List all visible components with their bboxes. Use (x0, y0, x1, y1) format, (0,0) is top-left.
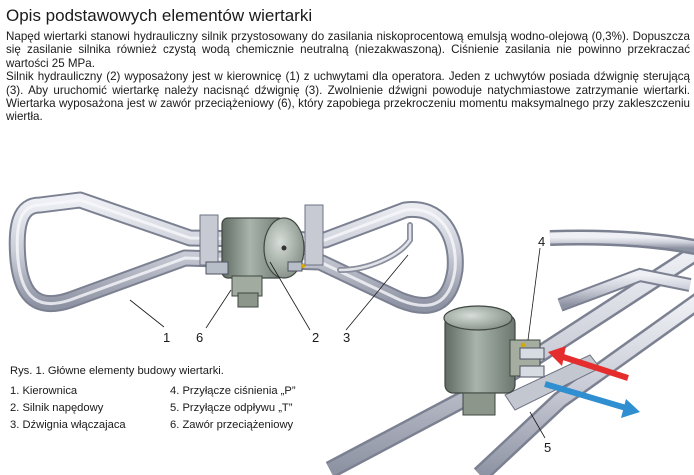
motor-upper (205, 217, 305, 308)
callout-5: 5 (544, 440, 551, 455)
legend-item-4: 4. Przyłącze ciśnienia „P” (170, 385, 296, 397)
body-text: Napęd wiertarki stanowi hydrauliczny sil… (6, 30, 690, 124)
return-arrow (544, 381, 640, 418)
paragraph-components: Silnik hydrauliczny (2) wyposażony jest … (6, 70, 690, 124)
legend-item-2: 2. Silnik napędowy (10, 402, 104, 414)
legend-item-3: 3. Dźwignia włączajaca (10, 419, 126, 431)
figure-legend: 1. Kierownica 4. Przyłącze ciśnienia „P”… (10, 385, 350, 431)
leader-lines (129, 247, 546, 439)
callout-2: 2 (312, 330, 319, 345)
motor-lower (443, 305, 545, 416)
legend-item-1: 1. Kierownica (10, 385, 78, 397)
callout-4: 4 (538, 234, 545, 249)
control-lever (337, 222, 413, 273)
handlebar-upper (8, 191, 464, 314)
figure-caption: Rys. 1. Główne elementy budowy wiertarki… (10, 365, 224, 377)
bracket-plates (199, 204, 324, 266)
legend-item-6: 6. Zawór przeciążeniowy (170, 419, 294, 431)
legend-item-5: 5. Przyłącze odpływu „T” (170, 402, 293, 414)
paragraph-supply: Napęd wiertarki stanowi hydrauliczny sil… (6, 30, 690, 70)
callout-3: 3 (343, 330, 350, 345)
callout-1: 1 (163, 330, 170, 345)
document-heading: Opis podstawowych elementów wiertarki (6, 6, 313, 25)
callout-6: 6 (196, 330, 203, 345)
pressure-arrow (548, 346, 629, 381)
